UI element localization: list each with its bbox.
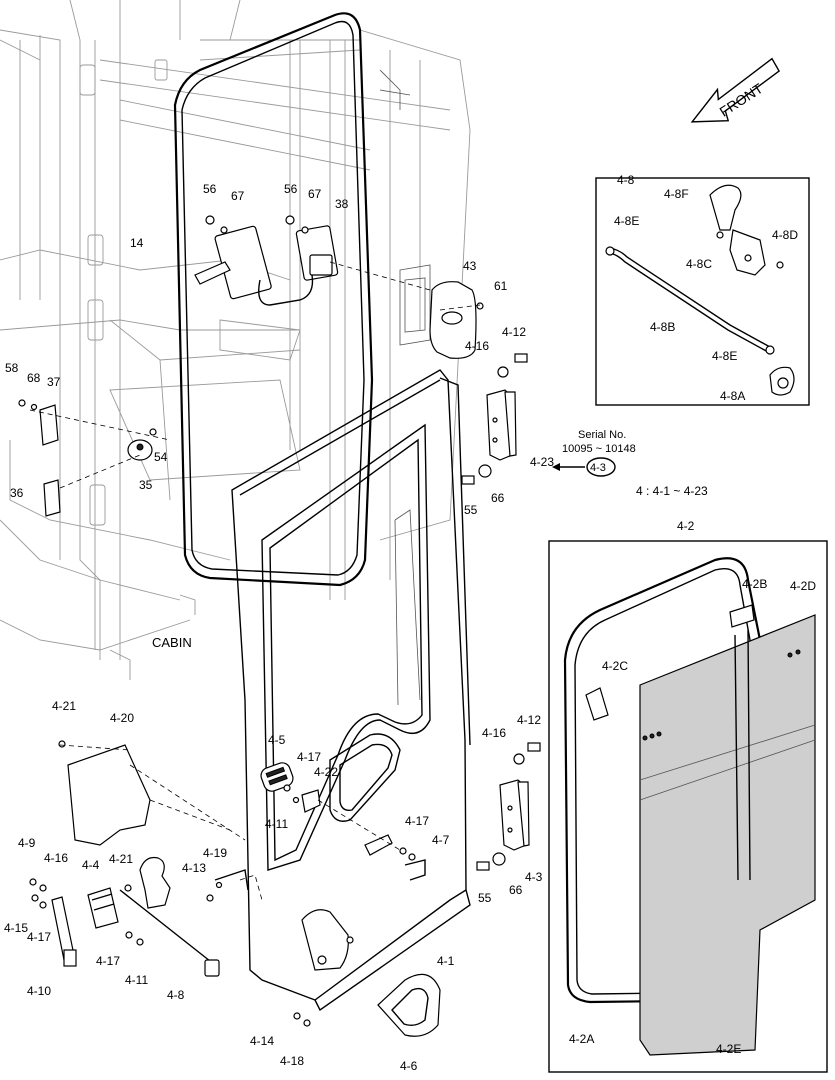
upper-latch-assembly — [194, 215, 339, 306]
left-side-parts — [18, 399, 171, 517]
callout-c4-8B: 4-8B — [650, 320, 675, 334]
callout-c4-8E: 4-8E — [614, 214, 639, 228]
callout-c67a: 67 — [231, 189, 245, 203]
callout-c4-20: 4-20 — [110, 711, 134, 725]
callout-c14: 14 — [130, 236, 144, 250]
serial-line1: Serial No. — [578, 429, 626, 441]
callout-c4-8A: 4-8A — [720, 389, 745, 403]
callout-c66b: 66 — [509, 883, 523, 897]
callout-c4-22: 4-22 — [314, 765, 338, 779]
callout-c4-8C: 4-8C — [686, 257, 712, 271]
callout-c4-3: 4-3 — [525, 870, 543, 884]
callout-c36: 36 — [10, 486, 24, 500]
callout-c4-17d: 4-17 — [96, 954, 120, 968]
callout-c35: 35 — [139, 478, 153, 492]
plate-43 — [429, 281, 484, 359]
callout-c4-14: 4-14 — [250, 1034, 274, 1048]
callout-c61: 61 — [494, 279, 508, 293]
window-seal-14 — [173, 12, 374, 587]
callout-c4-12b: 4-12 — [517, 713, 541, 727]
dashed-leaders — [59, 261, 481, 851]
callout-c67b: 67 — [308, 187, 322, 201]
lower-latch-assembly — [29, 740, 249, 977]
callout-c4-13: 4-13 — [182, 861, 206, 875]
callout-c4-18: 4-18 — [280, 1054, 304, 1068]
serial-line2: 10095 ~ 10148 — [562, 443, 636, 455]
callout-c4-2B: 4-2B — [742, 577, 767, 591]
callout-c56b: 56 — [284, 182, 298, 196]
callout-c4-11b: 4-11 — [125, 973, 148, 987]
range-note: 4 : 4-1 ~ 4-23 — [636, 484, 708, 498]
callout-c4-6: 4-6 — [400, 1059, 418, 1073]
callout-c56a: 56 — [203, 182, 217, 196]
serial-ref: 4-3 — [590, 462, 606, 474]
callout-c4-9: 4-9 — [18, 836, 36, 850]
callout-c4-2D: 4-2D — [790, 579, 816, 593]
lower-hinge — [364, 742, 541, 881]
front-label: FRONT — [717, 80, 767, 120]
callout-c4-2A: 4-2A — [569, 1032, 594, 1046]
callout-c4-8: 4-8 — [617, 173, 635, 187]
callout-c58: 58 — [5, 361, 19, 375]
callout-c37: 37 — [47, 375, 61, 389]
callout-c4-19: 4-19 — [203, 846, 227, 860]
inset-4-2 — [548, 540, 828, 1073]
upper-hinge — [461, 353, 528, 485]
callout-c54: 54 — [154, 450, 168, 464]
callout-c4-2: 4-2 — [677, 519, 695, 533]
callout-c4-17a: 4-17 — [297, 750, 321, 764]
door-frame-4-1 — [231, 369, 471, 1012]
callout-c4-2E: 4-2E — [716, 1042, 741, 1056]
callout-c4-7: 4-7 — [432, 833, 450, 847]
callout-c4-16a: 4-16 — [465, 339, 489, 353]
callout-c4-15: 4-15 — [4, 921, 28, 935]
callout-c4-17c: 4-17 — [27, 930, 51, 944]
callout-c4-10: 4-10 — [27, 984, 51, 998]
callout-c4-12a: 4-12 — [502, 325, 526, 339]
callout-c4-21b: 4-21 — [109, 852, 133, 866]
callout-c4-16b: 4-16 — [482, 726, 506, 740]
outer-handle — [293, 973, 441, 1037]
callout-c4-8F: 4-8F — [664, 187, 689, 201]
callout-c4-23: 4-23 — [530, 455, 554, 469]
serial-note: Serial No. 10095 ~ 10148 4-3 4 : 4-1 ~ 4… — [552, 429, 708, 498]
callout-c43: 43 — [463, 259, 477, 273]
cabin-label: CABIN — [152, 635, 192, 650]
callout-c4-1: 4-1 — [437, 954, 455, 968]
callout-c4-16c: 4-16 — [44, 851, 68, 865]
cabin-frame — [0, 0, 471, 680]
callout-c4-2C: 4-2C — [602, 659, 628, 673]
callout-c4-5: 4-5 — [268, 733, 286, 747]
inset-4-8 — [595, 177, 810, 406]
callout-c4-21a: 4-21 — [52, 699, 76, 713]
callout-c4-11a: 4-11 — [265, 817, 288, 831]
front-arrow: FRONT — [690, 57, 780, 123]
callout-c38: 38 — [335, 197, 349, 211]
callout-c4-8D: 4-8D — [772, 228, 798, 242]
callout-c4-8b: 4-8 — [167, 988, 185, 1002]
callout-c66a: 66 — [491, 491, 505, 505]
callout-c68: 68 — [27, 371, 41, 385]
callout-c4-4: 4-4 — [82, 858, 100, 872]
callout-c55a: 55 — [464, 503, 478, 517]
callout-c55b: 55 — [478, 891, 492, 905]
callout-c4-8E2: 4-8E — [712, 349, 737, 363]
inner-handle-parts — [260, 762, 321, 813]
callout-c4-17b: 4-17 — [405, 814, 429, 828]
